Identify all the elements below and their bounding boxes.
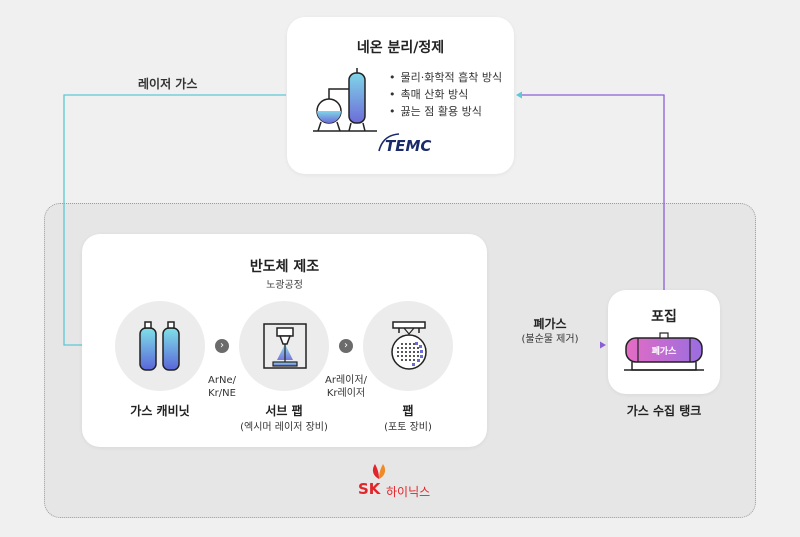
chevron-right-icon: ›: [339, 339, 353, 353]
gas-types-line: ArNe/: [208, 375, 236, 386]
semiconductor-subtitle: 노광공정: [266, 280, 303, 291]
gas-types-label: ArNe/ Kr/NE: [200, 374, 244, 400]
chemical-tank-icon: [313, 68, 377, 132]
method-item: 끓는 점 활용 방식: [389, 103, 502, 120]
gas-types-line: Kr/NE: [208, 388, 236, 399]
gas-cylinder-icon: [139, 321, 180, 371]
sk-hynix-logo: SK 하이닉스: [358, 462, 458, 502]
hynix-logo-text: 하이닉스: [386, 485, 431, 499]
method-item: 물리·화학적 흡착 방식: [389, 69, 503, 86]
waste-gas-label: 폐가스: [533, 317, 567, 331]
laser-types-line: Ar레이저/: [325, 375, 367, 386]
waste-gas-detail: (불순물 제거): [521, 334, 579, 345]
tank-label: 폐가스: [651, 347, 677, 357]
waste-gas-arrowhead: [600, 341, 606, 349]
wafer-icon: [391, 321, 427, 370]
temc-logo: TEMC: [377, 131, 437, 159]
neon-separation-box: 네온 분리/정제 물리·화학적 흡착 방식 촉매 산화 방식 끓는 점 활용 방…: [287, 17, 514, 174]
neon-methods-list: 물리·화학적 흡착 방식 촉매 산화 방식 끓는 점 활용 방식: [389, 69, 503, 120]
laser-types-line: Kr레이저: [326, 388, 366, 399]
sk-logo-text: SK: [358, 480, 381, 498]
semiconductor-title: 반도체 제조: [249, 259, 320, 275]
laser-equipment-icon: [263, 323, 307, 369]
method-item: 촉매 산화 방식: [389, 86, 502, 103]
capture-caption: 가스 수집 탱크: [626, 404, 702, 418]
fab-label: 팹: [402, 404, 414, 418]
temc-logo-text: TEMC: [385, 137, 432, 155]
neon-box-title: 네온 분리/정제: [356, 40, 445, 56]
chevron-right-icon: ›: [215, 339, 229, 353]
sk-butterfly-icon: [372, 464, 386, 479]
gas-cabinet-circle: [115, 301, 205, 391]
semiconductor-manufacturing-box: 반도체 제조 노광공정 가스 캐비닛 › ArNe/ Kr/NE: [82, 234, 487, 447]
capture-box: 포집 폐가스: [608, 290, 720, 394]
capture-title: 포집: [651, 309, 677, 325]
fab-detail: (포토 장비): [384, 422, 432, 433]
return-line: [522, 94, 665, 290]
laser-gas-label: 레이저 가스: [138, 77, 198, 91]
return-arrowhead: [516, 91, 522, 99]
sub-fab-label: 서브 팹: [265, 404, 303, 418]
gas-tank-icon: [624, 332, 704, 371]
gas-cabinet-label: 가스 캐비닛: [130, 404, 190, 418]
laser-types-label: Ar레이저/ Kr레이저: [320, 374, 372, 400]
sub-fab-detail: (엑시머 레이저 장비): [240, 422, 328, 433]
temc-logo-swoosh-icon: [378, 133, 400, 152]
